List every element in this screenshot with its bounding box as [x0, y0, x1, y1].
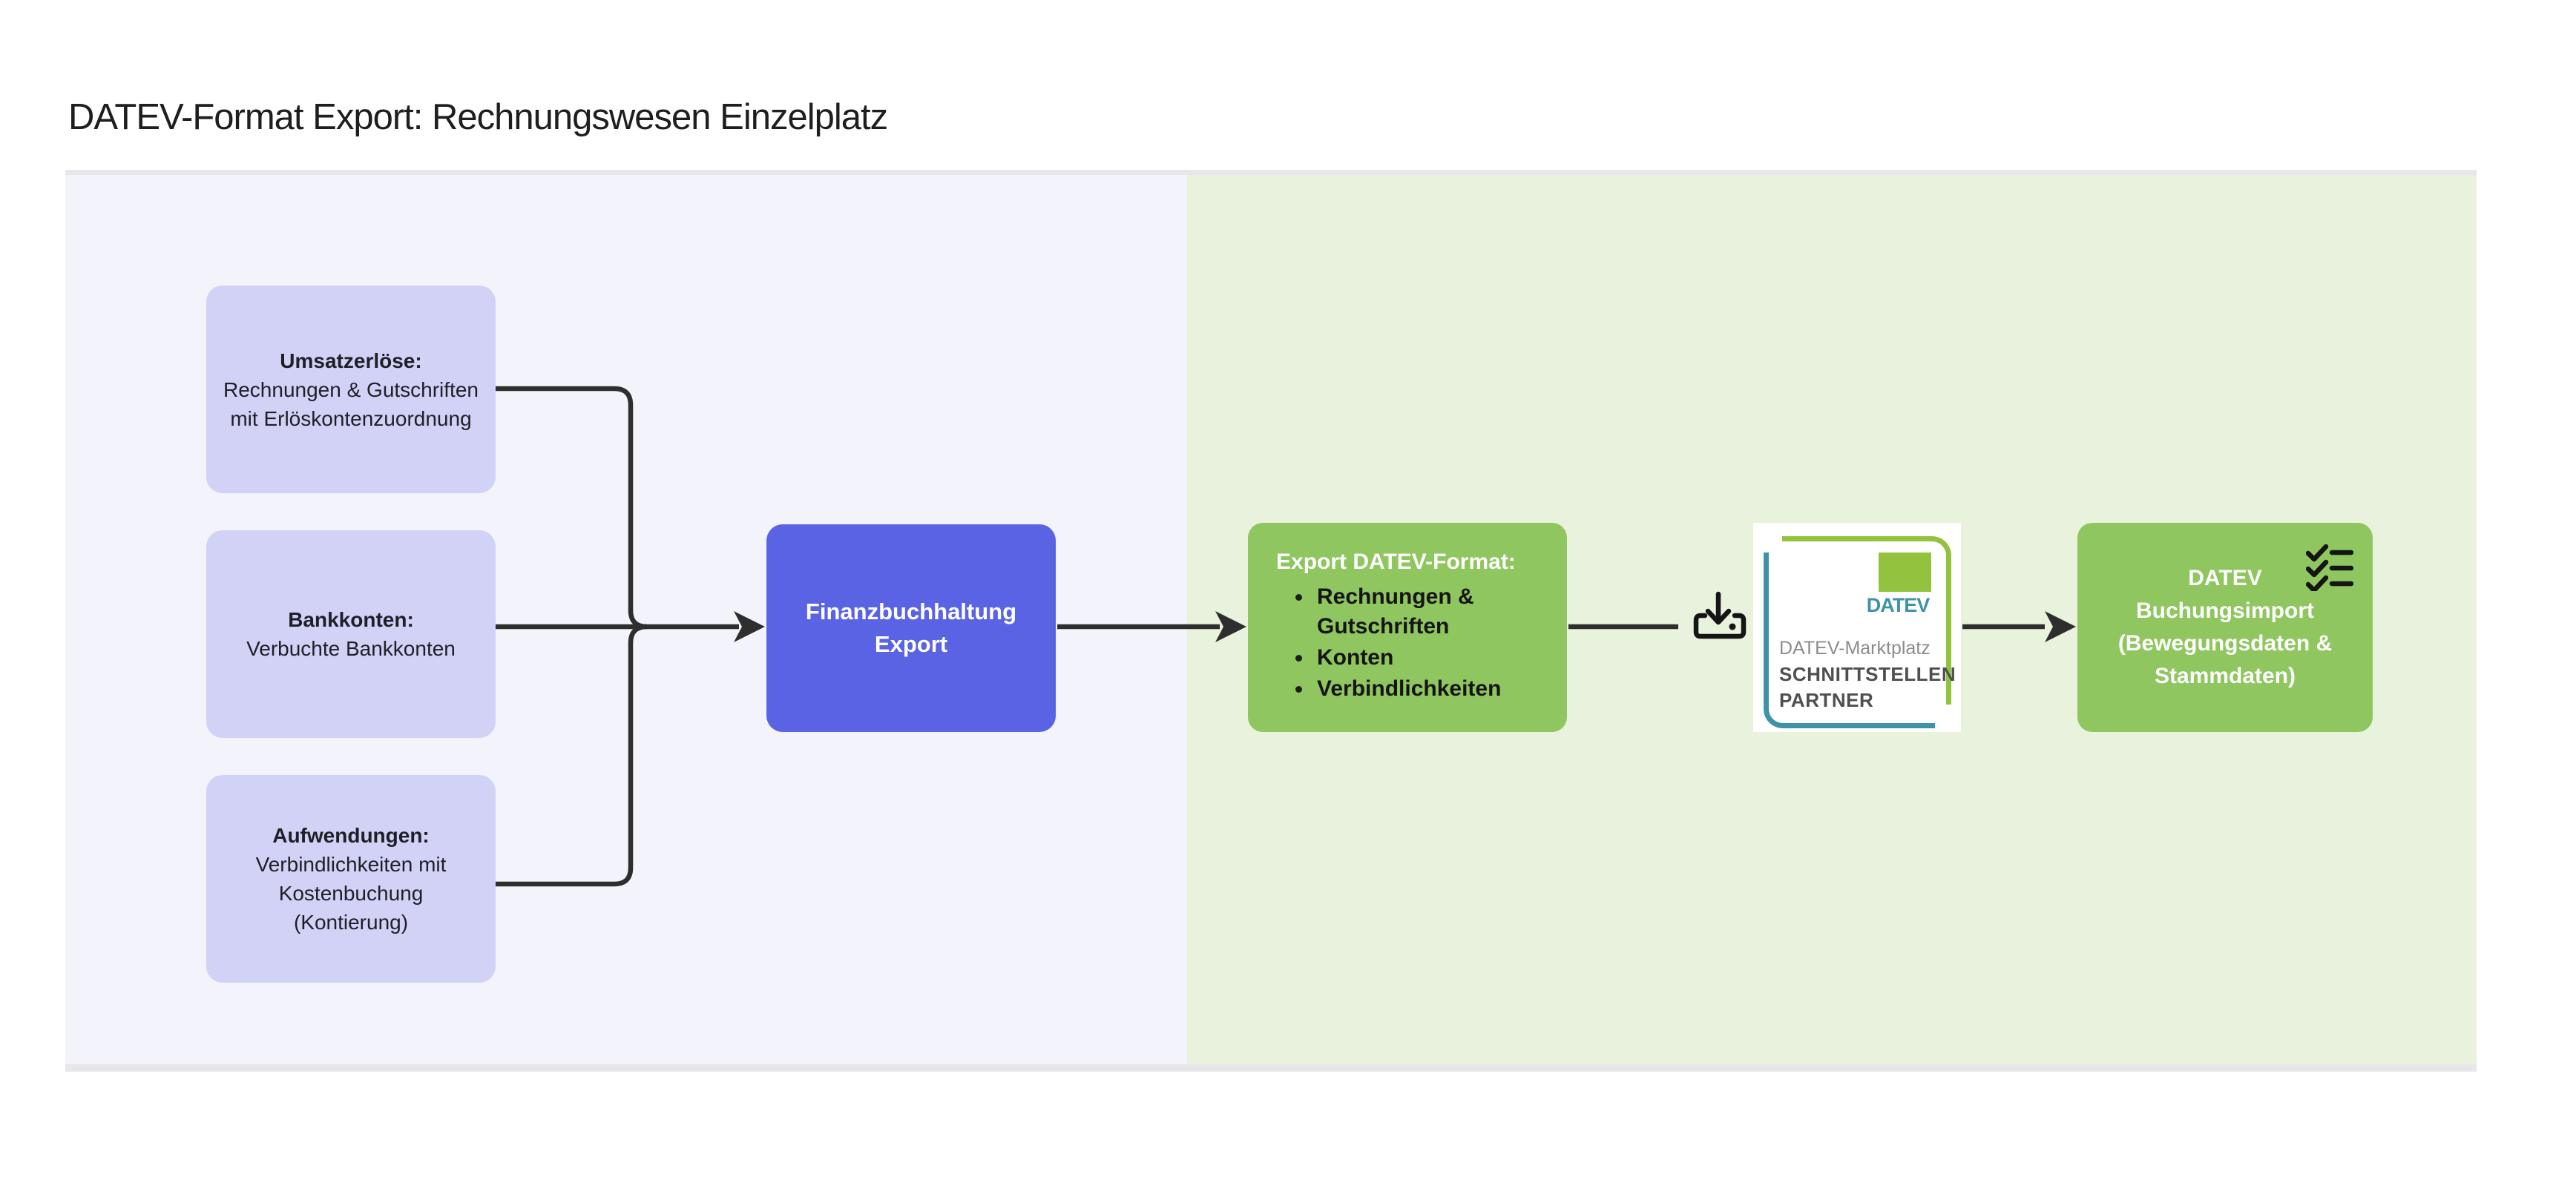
bullet-dot-icon: [1295, 655, 1302, 662]
download-tray-icon: [1693, 590, 1747, 643]
list-item: Konten: [1295, 643, 1540, 673]
list-item-label: Rechnungen & Gutschriften: [1317, 584, 1474, 639]
list-item-label: Verbindlichkeiten: [1317, 676, 1502, 701]
node-finanzbuchhaltung-export: Finanzbuchhaltung Export: [766, 524, 1056, 732]
bullet-dot-icon: [1295, 594, 1302, 601]
list-item-label: Konten: [1317, 645, 1394, 670]
badge-teal-bracket: [1764, 553, 1935, 728]
datev-logo-square: [1879, 553, 1931, 592]
badge-marktplatz-label: DATEV-Marktplatz: [1779, 638, 1931, 659]
node-heading: Bankkonten:: [288, 608, 414, 631]
badge-schnittstellen-label: SCHNITTSTELLEN: [1779, 663, 1956, 685]
node-export-datev-format: Export DATEV-Format: Rechnungen & Gutsch…: [1248, 523, 1567, 732]
badge-green-bracket: [1782, 536, 1951, 705]
node-body: Verbindlichkeiten mit Kostenbuchung (Kon…: [255, 853, 447, 934]
export-format-list: Rechnungen & Gutschriften Konten Verbind…: [1276, 582, 1567, 704]
node-heading: Aufwendungen:: [272, 824, 430, 847]
node-umsatzerloese: Umsatzerlöse: Rechnungen & Gutschriften …: [206, 286, 496, 493]
node-bankkonten: Bankkonten: Verbuchte Bankkonten: [206, 530, 496, 738]
datev-wordmark: DATEV: [1866, 594, 1931, 616]
node-heading: Export DATEV-Format:: [1276, 550, 1516, 574]
node-body: Rechnungen & Gutschriften mit Erlöskonte…: [223, 377, 479, 430]
node-label: Finanzbuchhaltung Export: [805, 598, 1017, 657]
node-aufwendungen: Aufwendungen: Verbindlichkeiten mit Kost…: [206, 775, 496, 983]
list-item: Verbindlichkeiten: [1295, 674, 1540, 704]
node-label: DATEV Buchungsimport (Bewegungsdaten & S…: [2117, 566, 2333, 688]
list-item: Rechnungen & Gutschriften: [1295, 582, 1540, 642]
node-heading: Umsatzerlöse:: [280, 349, 422, 372]
node-body: Verbuchte Bankkonten: [246, 637, 456, 660]
checklist-icon: [2305, 544, 2354, 601]
bullet-dot-icon: [1295, 686, 1302, 693]
page-title: DATEV-Format Export: Rechnungswesen Einz…: [68, 97, 888, 137]
node-datev-buchungsimport: DATEV Buchungsimport (Bewegungsdaten & S…: [2077, 523, 2373, 732]
badge-partner-label: PARTNER: [1779, 689, 1874, 711]
datev-marktplatz-badge: DATEV DATEV-Marktplatz SCHNITTSTELLEN PA…: [1753, 523, 1961, 732]
